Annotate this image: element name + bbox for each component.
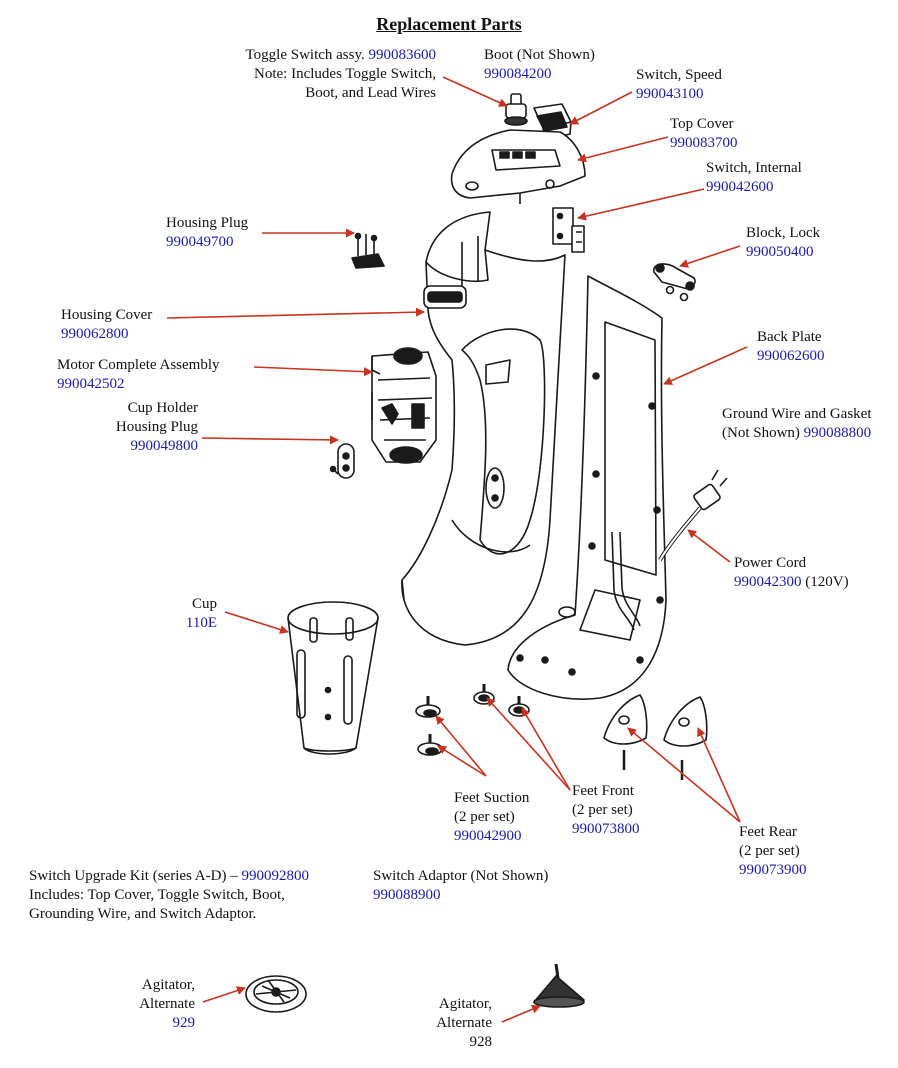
- upgrade-kit-name: Switch Upgrade Kit (series A-D) –: [29, 868, 238, 884]
- feet-suction-name: Feet Suction: [454, 790, 530, 806]
- toggle-switch-name: Toggle Switch assy.: [245, 47, 365, 63]
- feet-front-name: Feet Front: [572, 783, 635, 799]
- back-plate-name: Back Plate: [757, 329, 822, 345]
- cup-holder-plug-drawing: [329, 443, 355, 479]
- switch-internal-label: Switch, Internal 990042600: [706, 159, 802, 197]
- agitator-929-number: 929: [172, 1015, 196, 1031]
- motor-number: 990042502: [57, 376, 125, 392]
- feet-front-label: Feet Front (2 per set) 990073800: [572, 782, 640, 839]
- back-plate-number: 990062600: [757, 348, 825, 364]
- feet-rear-label: Feet Rear (2 per set) 990073900: [739, 823, 807, 880]
- ground-wire-name-line2: (Not Shown): [722, 425, 800, 441]
- power-cord-label: Power Cord 990042300 (120V): [734, 554, 849, 592]
- agitator-929-label: Agitator, Alternate 929: [100, 976, 195, 1033]
- cup-holder-plug-name-line1: Cup Holder: [127, 400, 198, 416]
- cup-drawing: [287, 601, 379, 755]
- top-cover-drawing: [450, 129, 586, 204]
- cup-label: Cup 110E: [150, 595, 217, 633]
- upgrade-kit-label: Switch Upgrade Kit (series A-D) – 990092…: [29, 867, 309, 924]
- page-title: Replacement Parts: [376, 14, 522, 34]
- housing-plug-drawing: [351, 232, 385, 269]
- cup-holder-plug-name-line2: Housing Plug: [115, 419, 198, 435]
- switch-adaptor-label: Switch Adaptor (Not Shown) 990088900: [373, 867, 548, 905]
- block-lock-number: 990050400: [746, 244, 814, 260]
- cup-name: Cup: [191, 596, 217, 612]
- housing-cover-name: Housing Cover: [61, 307, 153, 323]
- power-cord-name: Power Cord: [734, 555, 807, 571]
- back-plate-drawing: [507, 275, 667, 700]
- main-housing-drawing: [401, 211, 566, 646]
- housing-cover-number: 990062800: [61, 326, 129, 342]
- switch-adaptor-number: 990088900: [373, 887, 441, 903]
- agitator-928-drawing: [533, 963, 585, 1008]
- power-cord-voltage: (120V): [805, 574, 849, 590]
- lock-block-drawing: [653, 263, 696, 302]
- back-plate-label: Back Plate 990062600: [757, 328, 825, 366]
- internal-switch-drawing: [552, 207, 585, 253]
- toggle-switch-note-line2: Boot, and Lead Wires: [305, 85, 436, 101]
- agitator-928-label: Agitator, Alternate 928: [400, 995, 492, 1052]
- upgrade-kit-number: 990092800: [241, 868, 309, 884]
- leader-arrows: [166, 76, 748, 1023]
- upgrade-kit-includes-line2: Grounding Wire, and Switch Adaptor.: [29, 906, 257, 922]
- top-cover-number: 990083700: [670, 135, 738, 151]
- motor-drawing: [371, 347, 437, 464]
- toggle-switch-number: 990083600: [368, 47, 437, 63]
- ground-wire-label: Ground Wire and Gasket (Not Shown) 99008…: [722, 405, 872, 443]
- housing-plug-number: 990049700: [166, 234, 234, 250]
- power-cord-number: 990042300: [734, 574, 802, 590]
- agitator-929-drawing: [245, 975, 307, 1013]
- boot-number: 990084200: [484, 66, 552, 82]
- switch-internal-name: Switch, Internal: [706, 160, 802, 176]
- switch-adaptor-name: Switch Adaptor (Not Shown): [373, 868, 549, 884]
- block-lock-name: Block, Lock: [746, 225, 821, 241]
- switch-speed-number: 990043100: [636, 86, 704, 102]
- motor-name: Motor Complete Assembly: [57, 357, 220, 373]
- upgrade-kit-includes-line1: Includes: Top Cover, Toggle Switch, Boot…: [29, 887, 285, 903]
- housing-plug-label: Housing Plug 990049700: [166, 214, 248, 252]
- ground-wire-name-line1: Ground Wire and Gasket: [722, 406, 872, 422]
- feet-rear-number: 990073900: [739, 862, 807, 878]
- front-feet-drawing: [473, 684, 530, 717]
- agitator-929-name-line1: Agitator,: [141, 977, 195, 993]
- switch-speed-label: Switch, Speed 990043100: [636, 66, 722, 104]
- feet-rear-name: Feet Rear: [739, 824, 797, 840]
- top-cover-name: Top Cover: [670, 116, 734, 132]
- cup-holder-plug-label: Cup Holder Housing Plug 990049800: [60, 399, 198, 456]
- agitator-928-name-line1: Agitator,: [438, 996, 492, 1012]
- cup-holder-plug-number: 990049800: [130, 438, 199, 454]
- toggle-switch-note-line1: Note: Includes Toggle Switch,: [254, 66, 436, 82]
- cup-number: 110E: [185, 615, 217, 631]
- feet-front-set: (2 per set): [572, 802, 633, 818]
- feet-suction-set: (2 per set): [454, 809, 515, 825]
- switch-internal-number: 990042600: [706, 179, 774, 195]
- motor-label: Motor Complete Assembly 990042502: [57, 356, 220, 394]
- agitator-928-name-line2: Alternate: [436, 1015, 492, 1031]
- toggle-switch-drawing: [504, 93, 528, 126]
- boot-name: Boot (Not Shown): [484, 47, 595, 63]
- power-cord-drawing: [658, 469, 728, 562]
- feet-front-number: 990073800: [572, 821, 640, 837]
- boot-label: Boot (Not Shown) 990084200: [484, 46, 595, 84]
- suction-feet-drawing: [415, 696, 443, 756]
- switch-speed-name: Switch, Speed: [636, 67, 722, 83]
- toggle-switch-label: Toggle Switch assy. 990083600 Note: Incl…: [180, 46, 436, 103]
- feet-rear-set: (2 per set): [739, 843, 800, 859]
- feet-suction-number: 990042900: [454, 828, 522, 844]
- block-lock-label: Block, Lock 990050400: [746, 224, 820, 262]
- feet-suction-label: Feet Suction (2 per set) 990042900: [454, 789, 529, 846]
- housing-plug-name: Housing Plug: [166, 215, 249, 231]
- agitator-928-number: 928: [469, 1034, 493, 1050]
- ground-wire-number: 990088800: [803, 425, 872, 441]
- rear-feet-drawing: [603, 694, 708, 780]
- top-cover-label: Top Cover 990083700: [670, 115, 738, 153]
- housing-cover-label: Housing Cover 990062800: [61, 306, 152, 344]
- agitator-929-name-line2: Alternate: [139, 996, 195, 1012]
